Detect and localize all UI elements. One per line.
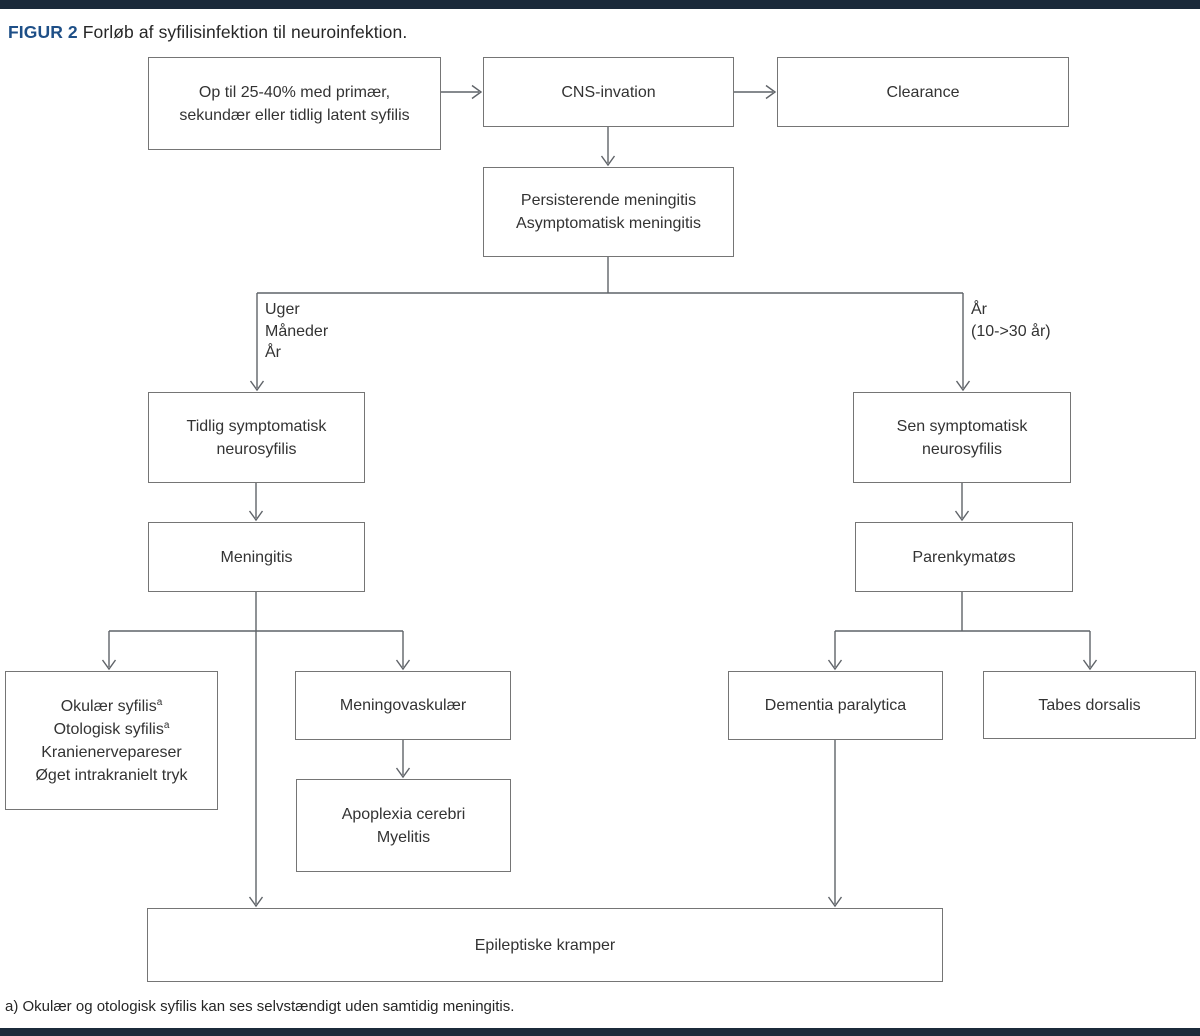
node-primary-syphilis: Op til 25-40% med primær, sekundær eller…	[148, 57, 441, 150]
node-line: Apoplexia cerebri	[341, 805, 466, 823]
arrowhead-to-meningovascular	[395, 659, 411, 671]
node-line: Asymptomatisk meningitis	[516, 215, 701, 232]
node-clearance: Clearance	[777, 57, 1069, 127]
edge-label-left-duration: Uger Måneder År	[265, 299, 328, 364]
edge-label-line: (10->30 år)	[971, 322, 1051, 340]
node-apoplexia-myelitis: Apoplexia cerebri Myelitis	[296, 779, 511, 872]
node-cns-invasion: CNS-invation	[483, 57, 734, 127]
node-line: Meningitis	[220, 548, 293, 566]
node-dementia-paralytica: Dementia paralytica	[728, 671, 943, 740]
node-line: Epileptiske kramper	[474, 936, 616, 954]
node-line: neurosyfilis	[921, 440, 1003, 458]
arrowhead-to-tabes	[1082, 659, 1098, 671]
node-early-symptomatic: Tidlig symptomatisk neurosyfilis	[148, 392, 365, 483]
node-line: Parenkymatøs	[912, 548, 1016, 566]
node-line: Øget intrakranielt tryk	[35, 766, 188, 784]
edge-label-line: År	[265, 344, 281, 361]
arrowhead-meningitis-to-epileptic	[248, 896, 264, 908]
node-line: Tabes dorsalis	[1038, 696, 1141, 714]
edge-label-line: Måneder	[265, 322, 329, 340]
footnote-marker: a	[163, 719, 170, 731]
top-accent-bar	[0, 0, 1200, 9]
node-line: Dementia paralytica	[764, 697, 907, 714]
arrowhead-split-left	[249, 380, 265, 392]
arrowhead-split-right	[955, 380, 971, 392]
arrowhead-cns-to-persistent	[600, 155, 616, 167]
node-line: Myelitis	[376, 828, 431, 846]
node-line: Meningovaskulær	[339, 697, 467, 714]
arrowhead-to-dementia	[827, 659, 843, 671]
node-meningovascular: Meningovaskulær	[295, 671, 511, 740]
node-line: Tidlig symptomatisk	[186, 417, 327, 435]
node-line: sekundær eller tidlig latent syfilis	[179, 106, 410, 124]
edge-label-line: Uger	[265, 301, 300, 318]
node-line: neurosyfilis	[216, 440, 297, 458]
figure-caption: Forløb af syfilisinfektion til neuroinfe…	[77, 22, 408, 42]
arrowhead-to-ocular	[101, 659, 117, 671]
arrowhead-early-to-meningitis	[248, 510, 264, 522]
edge-label-line: År	[971, 301, 987, 318]
arrowhead-cns-to-clearance	[765, 84, 777, 100]
node-line: Sen symptomatisk	[896, 417, 1028, 435]
arrowhead-primary-to-cns	[471, 84, 483, 100]
node-parenchymal: Parenkymatøs	[855, 522, 1073, 592]
edge-label-right-duration: År (10->30 år)	[971, 299, 1051, 342]
figure-title: FIGUR 2 Forløb af syfilisinfektion til n…	[8, 22, 407, 43]
arrowhead-meningovascular-to-apoplexia	[395, 767, 411, 779]
arrowhead-late-to-parenchymal	[954, 510, 970, 522]
node-line: Persisterende meningitis	[520, 192, 697, 209]
node-persistent-meningitis: Persisterende meningitis Asymptomatisk m…	[483, 167, 734, 257]
node-epileptic-seizures: Epileptiske kramper	[147, 908, 943, 982]
node-line: Otologisk syfilisa	[53, 719, 170, 738]
node-meningitis: Meningitis	[148, 522, 365, 592]
footnote-marker: a	[156, 696, 163, 708]
node-late-symptomatic: Sen symptomatisk neurosyfilis	[853, 392, 1071, 483]
node-line: Okulær syfilisa	[60, 696, 163, 715]
figure-number: FIGUR 2	[8, 22, 78, 42]
node-tabes-dorsalis: Tabes dorsalis	[983, 671, 1196, 739]
node-ocular-otologic: Okulær syfilisa Otologisk syfilisa Krani…	[5, 671, 218, 810]
node-line: CNS-invation	[561, 83, 656, 101]
bottom-accent-bar	[0, 1028, 1200, 1036]
node-line: Clearance	[886, 83, 960, 101]
node-line: Kranienervepareser	[41, 743, 182, 761]
arrowhead-dementia-to-epileptic	[827, 896, 843, 908]
node-line: Op til 25-40% med primær,	[198, 83, 391, 101]
footnote: a) Okulær og otologisk syfilis kan ses s…	[5, 998, 515, 1015]
